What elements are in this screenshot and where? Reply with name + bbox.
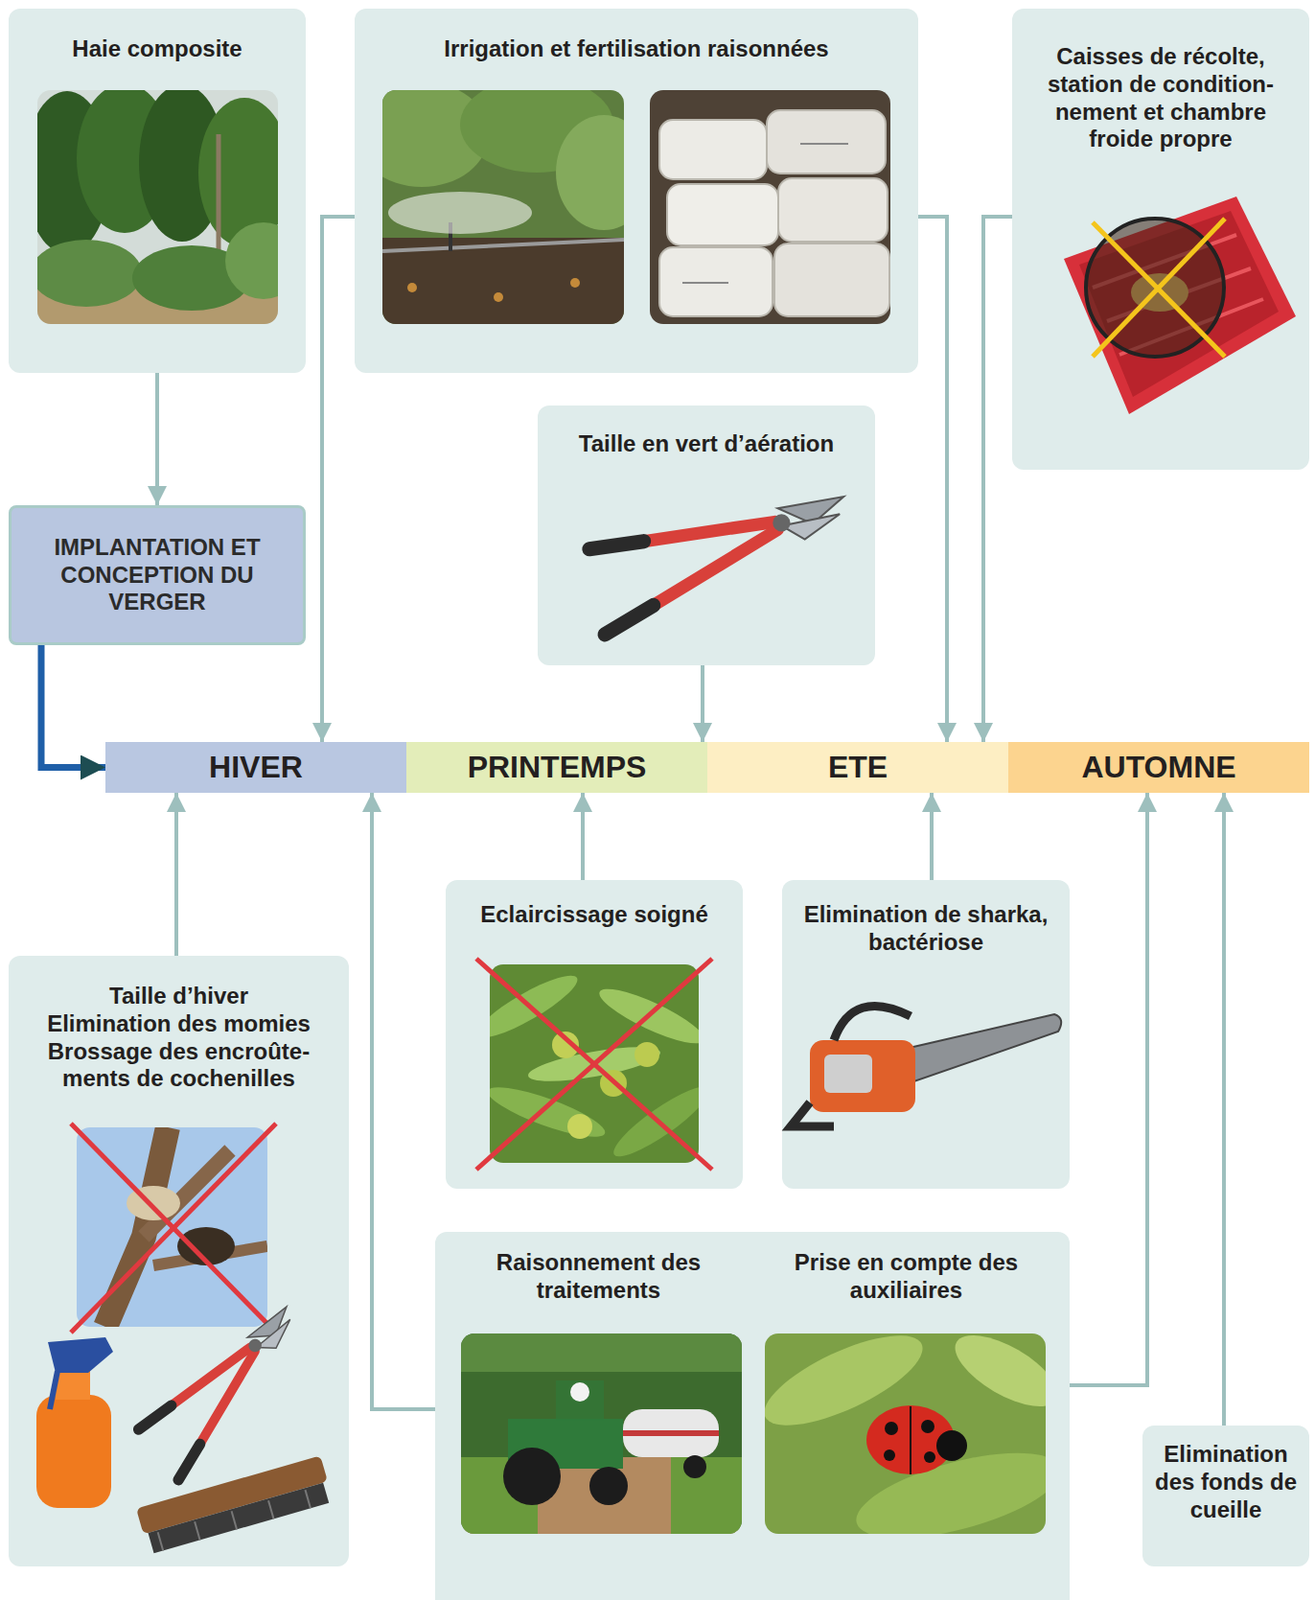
- practice-label: Taille en vert d’aération: [578, 430, 834, 459]
- practice-label: Eclaircissage soigné: [480, 900, 708, 929]
- sprayer-photo: [461, 1333, 742, 1534]
- practice-label: Caisses de récolte, station de condition…: [1021, 43, 1300, 154]
- pruner-picture: [589, 496, 844, 635]
- connector-arrow: [155, 372, 160, 506]
- red-cross: [70, 1123, 277, 1333]
- connector-arrow: [918, 216, 947, 742]
- crate-picture: [1063, 196, 1296, 415]
- season-label: ETE: [828, 748, 888, 785]
- connector-arrow: [580, 792, 585, 880]
- wire-brush: [136, 1454, 334, 1554]
- connector-arrow: [1222, 792, 1226, 1426]
- practice-label: Prise en compte des auxiliaires: [762, 1248, 1051, 1305]
- spray-bottle: [36, 1337, 114, 1508]
- fertilizer-photo: [649, 90, 891, 324]
- practice-label: Taille d’hiver: [109, 982, 249, 1011]
- connector-arrow: [1069, 792, 1148, 1385]
- chainsaw: [790, 1005, 1062, 1127]
- season-label: PRINTEMPS: [467, 748, 647, 785]
- ladybird-photo: [764, 1333, 1046, 1534]
- season-label: AUTOMNE: [1081, 748, 1236, 785]
- connector-arrow: [371, 792, 436, 1409]
- planting-box: IMPLANTATION ET CONCEPTION DU VERGER: [8, 505, 306, 646]
- connector-arrow: [174, 792, 179, 956]
- practice-label: Elimination des momies: [46, 1010, 311, 1039]
- connector-arrow: [41, 645, 106, 768]
- season-band: HIVER: [105, 741, 407, 793]
- practice-panel: Elimination des fonds de cueille: [1142, 1425, 1310, 1567]
- connector-arrow: [322, 216, 355, 742]
- connector-arrow: [929, 792, 934, 880]
- season-band: ETE: [707, 741, 1009, 793]
- red-cross: [476, 958, 713, 1170]
- irrigation-photo: [382, 90, 624, 324]
- pruner-picture: [120, 1306, 335, 1485]
- connector-arrow: [983, 216, 1013, 742]
- practice-label: Elimination des fonds de cueille: [1148, 1440, 1304, 1523]
- connector-arrow: [700, 665, 705, 742]
- practice-label: Brossage des encroûte-ments de cochenill…: [18, 1038, 340, 1094]
- hedge-photo: [37, 90, 278, 324]
- practice-label: IMPLANTATION ET CONCEPTION DU VERGER: [21, 533, 294, 617]
- season-band: PRINTEMPS: [406, 741, 708, 793]
- season-label: HIVER: [208, 748, 303, 785]
- practice-label: Raisonnement des traitements: [455, 1248, 743, 1305]
- season-band: AUTOMNE: [1008, 741, 1310, 793]
- practice-label: Elimination de sharka, bactériose: [789, 900, 1062, 957]
- practice-label: Irrigation et fertilisation raisonnées: [443, 35, 829, 64]
- practice-label: Haie composite: [71, 35, 242, 64]
